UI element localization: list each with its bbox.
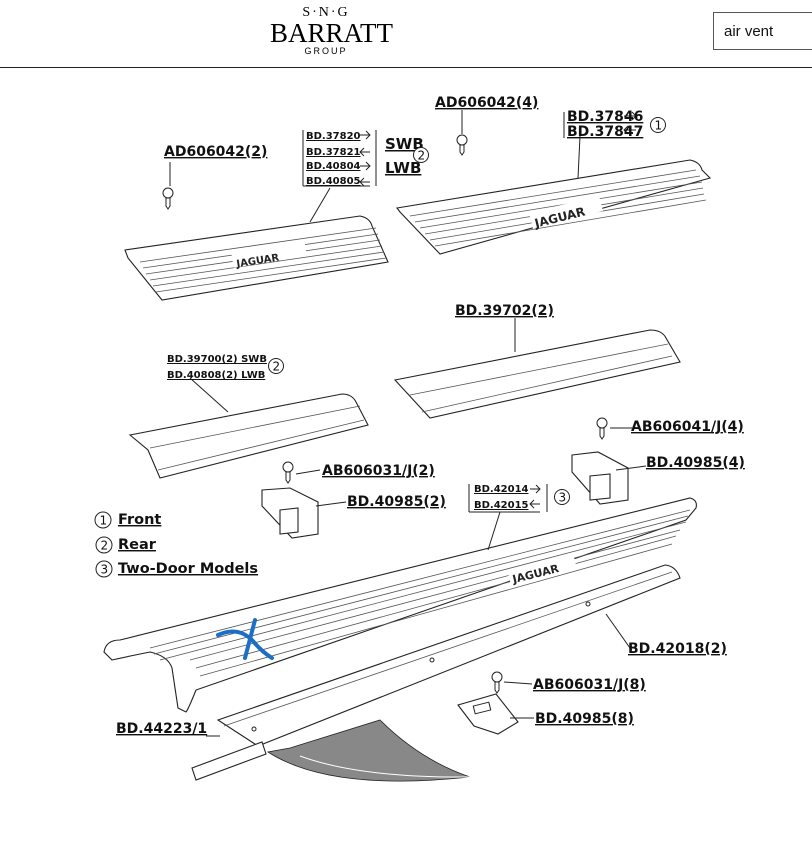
callout-3: 3: [559, 491, 567, 505]
sill-plate-front[interactable]: JAGUAR: [396, 159, 712, 255]
part-label-bd44223[interactable]: BD.44223/1: [116, 721, 207, 737]
clip-bracket-left[interactable]: [261, 487, 319, 539]
site-header: S·N·G BARRATT GROUP: [0, 0, 812, 68]
screw-icon: [596, 417, 608, 440]
legend-label: Two-Door Models: [118, 561, 258, 577]
part-label-ab606031-8[interactable]: AB606031/J(8): [533, 677, 646, 693]
legend-num: 1: [100, 514, 108, 528]
logo-main-text: BARRATT: [270, 18, 394, 48]
part-label-bd40985-2[interactable]: BD.40985(2): [347, 494, 446, 510]
part-label-bd37821[interactable]: BD.37821: [306, 147, 361, 158]
search-input[interactable]: [713, 12, 812, 50]
screw-icon: [282, 461, 294, 484]
callout-2: 2: [273, 360, 281, 374]
part-label-ab606041[interactable]: AB606041/J(4): [631, 419, 744, 435]
kick-strip[interactable]: [216, 564, 681, 747]
part-label-bd39700[interactable]: BD.39700(2) SWB: [167, 354, 267, 365]
parts-diagram: JAGUAR JAGUAR: [94, 95, 745, 782]
sill-plate-two-door[interactable]: JAGUAR: [103, 497, 697, 713]
part-label-bd40804[interactable]: BD.40804: [306, 161, 361, 172]
part-label-bd42018[interactable]: BD.42018(2): [628, 641, 727, 657]
legend: 1 Front 2 Rear 3 Two-Door Models: [94, 511, 258, 578]
legend-label: Front: [118, 512, 161, 528]
trim-strip-right[interactable]: [393, 329, 681, 419]
part-label-ad606042-4[interactable]: AD606042(4): [435, 95, 538, 111]
legend-item: 3 Two-Door Models: [95, 560, 258, 578]
part-label-bd37846[interactable]: BD.37846: [567, 109, 643, 125]
part-label-bd40805[interactable]: BD.40805: [306, 176, 361, 187]
part-label-bd40808[interactable]: BD.40808(2) LWB: [167, 370, 265, 381]
screw-icon: [456, 134, 468, 156]
legend-label: Rear: [118, 537, 157, 553]
callout-1: 1: [655, 119, 663, 133]
legend-num: 2: [101, 539, 109, 553]
annotation-mark-icon: [216, 618, 274, 660]
legend-item: 1 Front: [94, 511, 161, 529]
trim-strip-left[interactable]: [128, 393, 369, 479]
legend-item: 2 Rear: [95, 536, 157, 554]
sill-plate-rear[interactable]: JAGUAR: [124, 215, 389, 301]
sng-barratt-logo[interactable]: S·N·G BARRATT GROUP: [270, 5, 394, 57]
part-label-bd37847[interactable]: BD.37847: [567, 124, 643, 140]
label-swb: SWB: [385, 135, 424, 153]
part-label-bd39702[interactable]: BD.39702(2): [455, 303, 554, 319]
logo-sub-text: GROUP: [304, 46, 348, 56]
label-lwb: LWB: [385, 159, 421, 177]
clip-bracket-bottom[interactable]: [457, 693, 519, 735]
screw-icon: [491, 671, 503, 694]
callout-2: 2: [418, 149, 426, 163]
part-label-bd40985-8[interactable]: BD.40985(8): [535, 711, 634, 727]
seal-strip[interactable]: [191, 719, 471, 782]
screw-icon: [162, 187, 174, 210]
part-label-bd42015[interactable]: BD.42015: [474, 500, 529, 511]
part-label-bd40985-4[interactable]: BD.40985(4): [646, 455, 745, 471]
part-label-bd42014[interactable]: BD.42014: [474, 484, 529, 495]
clip-bracket-right[interactable]: [571, 451, 629, 505]
part-label-ad606042-2[interactable]: AD606042(2): [164, 144, 267, 160]
part-label-ab606031-2[interactable]: AB606031/J(2): [322, 463, 435, 479]
logo-top-text: S·N·G: [302, 5, 350, 20]
legend-num: 3: [101, 563, 109, 577]
part-label-bd37820[interactable]: BD.37820: [306, 131, 361, 142]
